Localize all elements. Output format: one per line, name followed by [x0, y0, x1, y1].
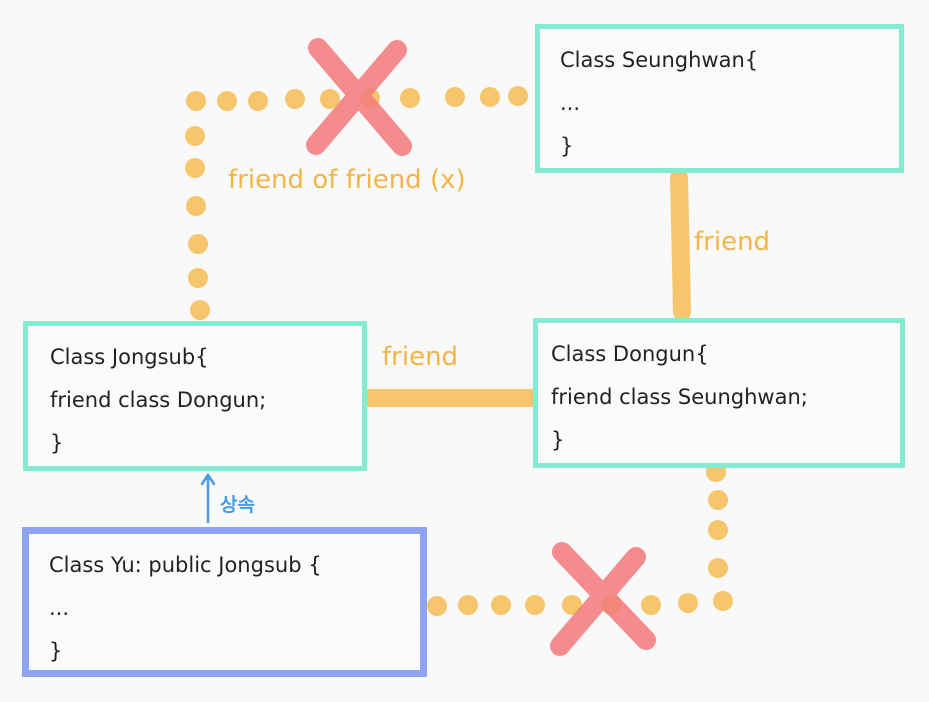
friend-link-dongun-seunghwan — [670, 169, 691, 321]
connector-dot — [188, 234, 208, 254]
friend-label: friend — [382, 342, 459, 372]
code-line: Class Seunghwan{ — [560, 48, 759, 72]
connector-dot — [641, 595, 661, 615]
code-line: Class Yu: public Jongsub { — [49, 553, 322, 577]
connector-dot — [186, 196, 206, 216]
class-yu-box: Class Yu: public Jongsub { ... } — [22, 527, 427, 677]
connector-dot — [186, 91, 206, 111]
friend-label: friend — [694, 227, 771, 257]
connector-dot — [491, 595, 511, 615]
connector-dot — [188, 268, 208, 288]
connector-dot — [562, 595, 582, 615]
code-line: Class Dongun{ — [551, 342, 709, 366]
friend-of-friend-dotted-path — [185, 86, 528, 320]
connector-dot — [508, 86, 528, 106]
code-line: } — [49, 639, 63, 663]
code-line: friend class Seunghwan; — [551, 385, 808, 409]
connector-dot — [708, 558, 728, 578]
connector-dot — [427, 596, 447, 616]
connector-dot — [320, 89, 340, 109]
connector-dot — [185, 126, 205, 146]
connector-dot — [458, 595, 478, 615]
connector-dot — [248, 91, 268, 111]
connector-dot — [217, 91, 237, 111]
connector-dot — [185, 158, 205, 178]
inherited-friend-dotted-path — [427, 462, 733, 616]
inheritance-arrow-icon — [200, 472, 216, 524]
red-cross-icon — [306, 38, 412, 156]
connector-dot — [525, 595, 545, 615]
connector-dot — [190, 300, 210, 320]
connector-dot — [480, 87, 500, 107]
inheritance-label: 상속 — [220, 494, 255, 516]
connector-dot — [678, 593, 698, 613]
connector-dot — [708, 520, 728, 540]
code-line: ... — [49, 596, 70, 620]
class-dongun-box: Class Dongun{ friend class Seunghwan; } — [533, 318, 905, 468]
connector-dot — [713, 591, 733, 611]
code-line: ... — [560, 91, 581, 115]
code-line: } — [50, 431, 64, 455]
code-line: } — [560, 134, 574, 158]
red-cross-icon — [550, 542, 656, 656]
connector-dot — [708, 490, 728, 510]
code-line: } — [551, 428, 565, 452]
code-line: Class Jongsub{ — [50, 345, 209, 369]
connector-dot — [445, 87, 465, 107]
code-line: friend class Dongun; — [50, 388, 267, 412]
class-seunghwan-box: Class Seunghwan{ ... } — [535, 24, 904, 173]
friend-of-friend-label: friend of friend (x) — [228, 165, 466, 195]
connector-dot — [400, 88, 420, 108]
class-jongsub-box: Class Jongsub{ friend class Dongun; } — [23, 321, 367, 471]
connector-dot — [285, 89, 305, 109]
